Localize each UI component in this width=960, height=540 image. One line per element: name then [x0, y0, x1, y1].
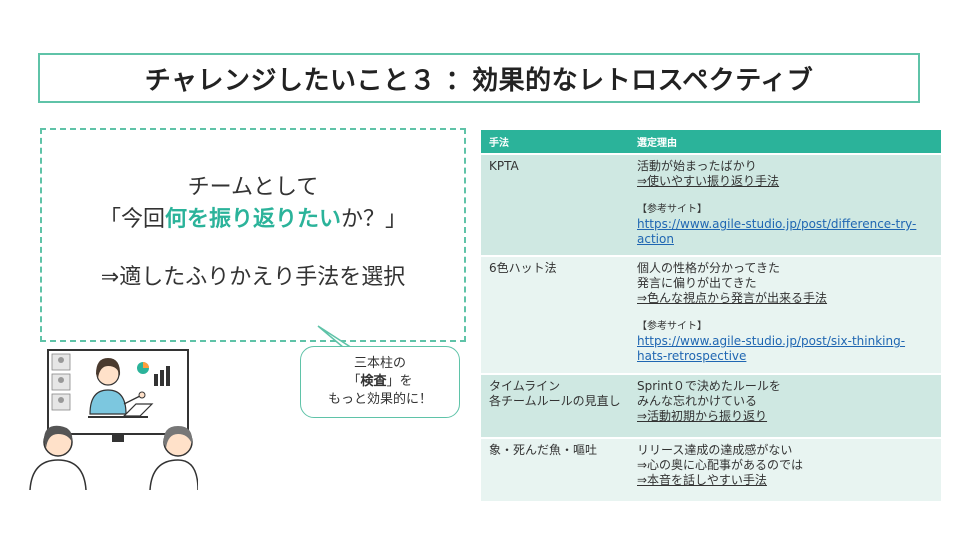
reason-cell: リリース達成の達成感がない ⇒心の奥に心配事があるのでは ⇒本音を話しやすい手法: [629, 439, 941, 501]
table-row: タイムライン 各チームルールの見直し Sprint０で決めたルールを みんな忘れ…: [481, 375, 941, 437]
reason-conclusion: ⇒色んな視点から発言が出来る手法: [637, 291, 828, 305]
methods-table: 手法 選定理由 KPTA 活動が始まったばかり ⇒使いやすい振り返り手法 【参考…: [481, 128, 941, 503]
bubble-bracket-open: 「: [347, 373, 361, 389]
title-box: チャレンジしたいこと３ ：効果的なレトロスペクティブ: [38, 53, 920, 103]
reference-link[interactable]: https://www.agile-studio.jp/post/six-thi…: [637, 334, 906, 363]
question-prefix: 「今回: [98, 207, 165, 233]
reason-conclusion: ⇒活動初期から振り返り: [637, 409, 768, 423]
reason-text: 個人の性格が分かってきた: [637, 261, 781, 275]
table-row: 6色ハット法 個人の性格が分かってきた 発言に偏りが出てきた ⇒色んな視点から発…: [481, 257, 941, 373]
header-method: 手法: [481, 130, 629, 153]
method-cell: KPTA: [481, 155, 629, 255]
method-line-2: 各チームルールの見直し: [489, 394, 621, 408]
bubble-bracket-close: 」を: [386, 373, 413, 389]
method-line-1: タイムライン: [489, 379, 561, 393]
table-row: KPTA 活動が始まったばかり ⇒使いやすい振り返り手法 【参考サイト】 htt…: [481, 155, 941, 255]
bubble-line-2: 「検査」を: [347, 373, 412, 391]
bubble-line-1: 三本柱の: [353, 355, 406, 371]
reason-conclusion: ⇒本音を話しやすい手法: [637, 473, 767, 487]
table-row: 象・死んだ魚・嘔吐 リリース達成の達成感がない ⇒心の奥に心配事があるのでは ⇒…: [481, 439, 941, 501]
bubble-bold: 検査: [360, 373, 387, 389]
ref-label: 【参考サイト】: [637, 321, 707, 332]
method-cell: タイムライン 各チームルールの見直し: [481, 375, 629, 437]
table-header-row: 手法 選定理由: [481, 130, 941, 153]
reason-text: リリース達成の達成感がない: [637, 443, 793, 457]
reason-text: 活動が始まったばかり: [637, 159, 757, 173]
ref-label: 【参考サイト】: [637, 204, 707, 215]
reason-text: Sprint０で決めたルールを: [637, 379, 781, 393]
reason-text-2: ⇒心の奥に心配事があるのでは: [637, 458, 804, 472]
reason-text-2: みんな忘れかけている: [637, 394, 758, 408]
reason-text-2: 発言に偏りが出てきた: [637, 276, 757, 290]
question-line-3: ⇒適したふりかえり手法を選択: [100, 264, 406, 290]
video-meeting-illustration: [29, 349, 198, 490]
reference-link[interactable]: https://www.agile-studio.jp/post/differe…: [637, 217, 917, 246]
question-suffix: か？」: [341, 207, 408, 233]
bubble-line-3: もっと効果的に！: [327, 392, 432, 408]
method-cell: 6色ハット法: [481, 257, 629, 373]
reason-conclusion: ⇒使いやすい振り返り手法: [637, 174, 780, 188]
page-title: チャレンジしたいこと３ ：効果的なレトロスペクティブ: [144, 65, 814, 96]
reason-cell: 活動が始まったばかり ⇒使いやすい振り返り手法 【参考サイト】 https://…: [629, 155, 941, 255]
question-line-1: チームとして: [187, 175, 319, 201]
speech-bubble: 三本柱の 「検査」を もっと効果的に！: [300, 346, 460, 418]
reason-cell: 個人の性格が分かってきた 発言に偏りが出てきた ⇒色んな視点から発言が出来る手法…: [629, 257, 941, 373]
question-line-2: 「今回何を振り返りたいか？」: [99, 204, 407, 236]
question-box: チームとして 「今回何を振り返りたいか？」 ⇒適したふりかえり手法を選択: [40, 128, 466, 342]
reason-cell: Sprint０で決めたルールを みんな忘れかけている ⇒活動初期から振り返り: [629, 375, 941, 437]
method-cell: 象・死んだ魚・嘔吐: [481, 439, 629, 501]
header-reason: 選定理由: [629, 130, 941, 153]
question-highlight: 何を振り返りたい: [164, 207, 341, 233]
